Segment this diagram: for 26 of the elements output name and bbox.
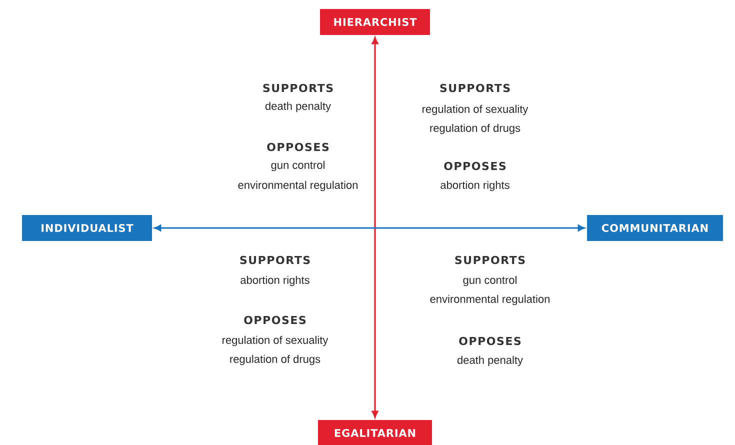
position-text: regulation of sexuality <box>222 336 328 346</box>
heading: OPPOSES <box>459 336 521 346</box>
heading: SUPPORTS <box>455 256 525 264</box>
position-text: regulation of drugs <box>230 354 320 366</box>
pole-box: EGALITARIAN <box>318 420 432 445</box>
position-text: death penalty <box>265 102 331 112</box>
heading: OPPOSES <box>444 162 506 170</box>
heading: SUPPORTS <box>440 84 510 92</box>
heading: SUPPORTS <box>240 256 310 264</box>
axis-arrow <box>154 224 585 232</box>
heading: OPPOSES <box>244 316 306 324</box>
heading: OPPOSES <box>267 142 329 152</box>
position-text: gun control <box>463 276 516 286</box>
position-text: environmental regulation <box>430 294 550 306</box>
position-text: regulation of drugs <box>430 124 520 134</box>
position-text: abortion rights <box>440 180 510 192</box>
pole-box: INDIVIDUALIST <box>22 215 152 241</box>
heading: SUPPORTS <box>263 84 333 92</box>
pole-box: HIERARCHIST <box>320 9 430 35</box>
position-text: gun control <box>271 160 324 172</box>
position-text: regulation of sexuality <box>422 104 528 116</box>
axis-arrow <box>372 37 378 418</box>
pole-box: COMMUNITARIAN <box>587 215 723 241</box>
position-text: death penalty <box>457 356 523 366</box>
position-text: environmental regulation <box>238 180 358 192</box>
position-text: abortion rights <box>240 276 310 286</box>
